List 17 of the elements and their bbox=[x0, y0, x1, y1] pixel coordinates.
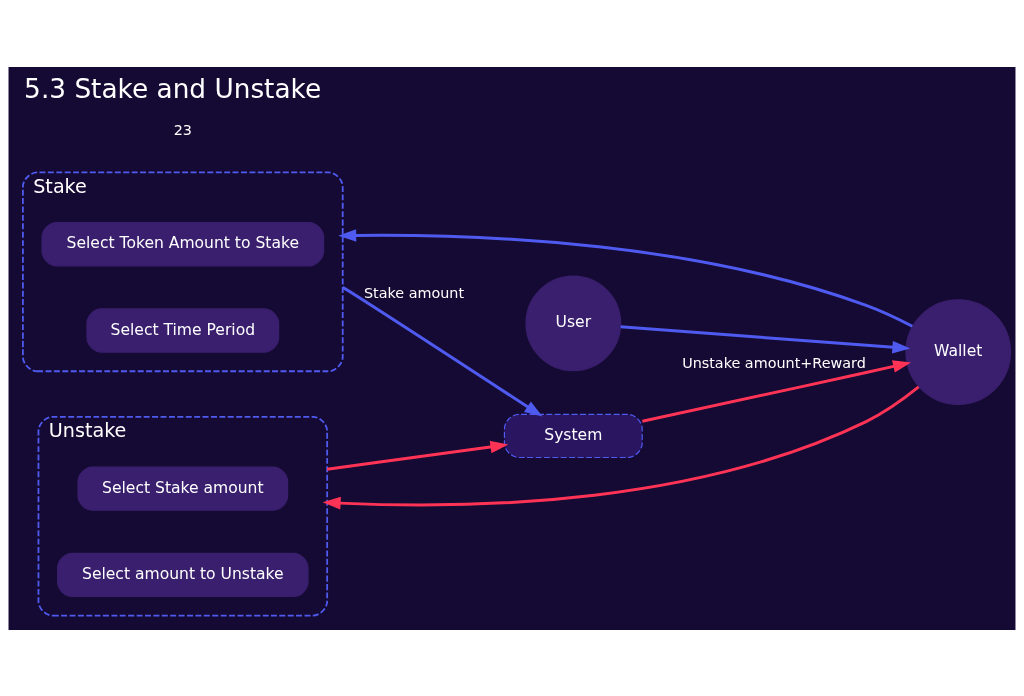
node-circle: Wallet bbox=[905, 298, 1012, 405]
node-box: System bbox=[503, 413, 643, 458]
arrow bbox=[322, 385, 920, 509]
node-box: Select amount to Unstake bbox=[57, 552, 309, 597]
label: 23 bbox=[173, 121, 192, 138]
node-box: Select Time Period bbox=[86, 307, 280, 353]
node-box: Select Token Amount to Stake bbox=[41, 221, 325, 266]
arrow bbox=[341, 285, 543, 417]
arrow bbox=[338, 228, 913, 328]
node-box: Select Stake amount bbox=[77, 466, 289, 511]
node-circle: User bbox=[525, 274, 622, 371]
edge-label: Stake amount bbox=[363, 284, 465, 301]
arrow bbox=[642, 359, 911, 423]
arrow bbox=[326, 440, 509, 471]
diagram-title: 5.3 Stake and Unstake bbox=[24, 73, 322, 104]
arrow bbox=[620, 324, 911, 353]
edge-label: Unstake amount+Reward bbox=[682, 354, 866, 371]
